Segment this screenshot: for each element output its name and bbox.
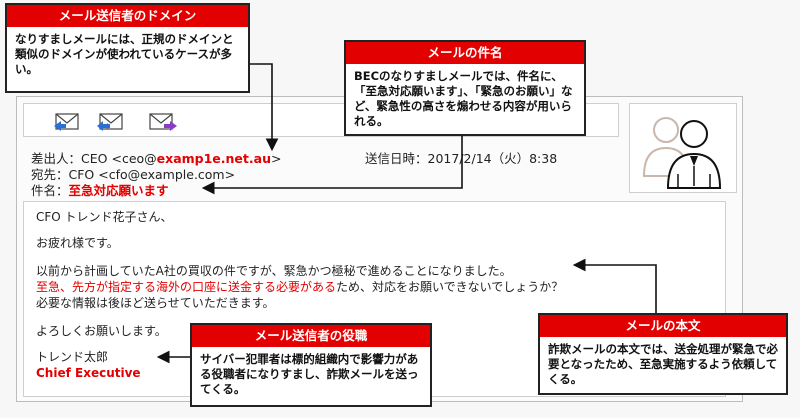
subject-value: 至急対応願います	[68, 183, 169, 198]
mail-reply-icon[interactable]	[52, 112, 82, 132]
sent-value: 2017/2/14（火）8:38	[427, 151, 558, 166]
contact-person-icon	[642, 117, 722, 189]
signature-title: Chief Executive	[36, 366, 141, 380]
callout-text: 詐欺メールの本文では、送金処理が緊急で必要となったため、至急実施するよう依頼して…	[548, 342, 778, 386]
callout-title: メールの本文	[540, 315, 786, 337]
arrow-domain	[248, 63, 279, 152]
subject-label: 件名：	[31, 183, 69, 198]
to-value: CFO <cfo@example.com>	[68, 167, 236, 182]
callout-mail-body: メールの本文 詐欺メールの本文では、送金処理が緊急で必要となったため、至急実施す…	[538, 313, 788, 395]
from-address-suffix: >	[270, 151, 282, 166]
avatar	[629, 103, 737, 193]
sent-field: 送信日時：2017/2/14（火）8:38	[365, 151, 557, 166]
mail-forward-icon[interactable]	[148, 112, 178, 132]
callout-title: メール送信者の役職	[192, 325, 430, 347]
from-field: 差出人：CEO <ceo@examp1e.net.au>	[31, 151, 281, 166]
body-greeting: CFO トレンド花子さん、	[36, 210, 173, 224]
body-request-text: ため、対応をお願いできないでしょうか？	[336, 280, 564, 294]
callout-title: メール送信者のドメイン	[7, 5, 248, 27]
callout-text: サイバー犯罪者は標的組織内で影響力がある役職者になりすまし、詐欺メールを送ってく…	[200, 352, 419, 396]
subject-field: 件名：至急対応願います	[31, 183, 169, 198]
callout-sender-domain: メール送信者のドメイン なりすましメールには、正規のドメインと類似のドメインが使…	[5, 3, 250, 93]
from-address-prefix: <ceo@	[111, 151, 157, 166]
from-label: 差出人：	[31, 151, 82, 166]
mail-reply-all-icon[interactable]	[96, 112, 126, 132]
to-field: 宛先：CFO <cfo@example.com>	[31, 167, 235, 182]
from-name: CEO	[81, 151, 108, 166]
arrow-subject	[201, 134, 463, 195]
callout-sender-role: メール送信者の役職 サイバー犯罪者は標的組織内で影響力がある役職者になりすまし、…	[190, 323, 432, 407]
callout-subject: メールの件名 BECのなりすましメールでは、件名に、「至急対応願います」、「緊急…	[344, 40, 586, 136]
body-paragraph-2: 至急、先方が指定する海外の口座に送金する必要があるため、対応をお願いできないでし…	[36, 280, 563, 294]
sent-label: 送信日時：	[365, 151, 428, 166]
signature-name: トレンド太郎	[36, 350, 109, 364]
body-closing: よろしくお願いします。	[36, 324, 167, 338]
arrow-body	[572, 258, 657, 315]
to-label: 宛先：	[31, 167, 69, 182]
body-paragraph-1: 以前から計画していたA社の買収の件ですが、緊急かつ極秘で進めることになりました。	[36, 264, 512, 278]
from-domain: examp1e.net.au	[156, 151, 271, 166]
callout-text: BECのなりすましメールでは、件名に、「至急対応願います」、「緊急のお願い」など…	[354, 69, 573, 128]
callout-text: なりすましメールには、正規のドメインと類似のドメインが使われているケースが多い。	[15, 32, 234, 76]
body-salutation: お疲れ様です。	[36, 236, 119, 250]
body-paragraph-3: 必要な情報は後ほど送らせていただきます。	[36, 296, 275, 310]
body-urgent-text: 至急、先方が指定する海外の口座に送金する必要がある	[36, 280, 337, 294]
callout-title: メールの件名	[346, 42, 584, 64]
